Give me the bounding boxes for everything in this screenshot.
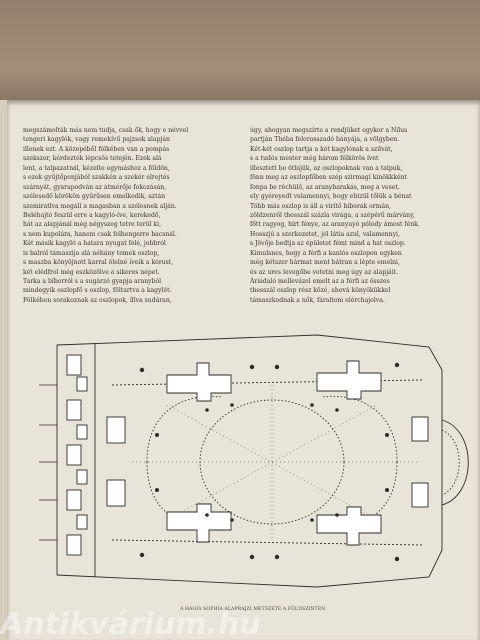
text-line: s ezek gyűjtőponjából szakkén a szekér e… bbox=[23, 174, 170, 182]
text-line: ely gyéreyedt valamennyi, hogy ehtzül tő… bbox=[250, 193, 412, 201]
text-line: s maszba könyöjnott karral ölelné íveik … bbox=[23, 259, 174, 267]
text-line: fonpa be réchülő, az aranybarakás, meg a… bbox=[250, 183, 400, 191]
text-line: támaszkodnak a nők, fáraltom elérchajolv… bbox=[250, 296, 385, 304]
watermark: Antikvárium.hu bbox=[0, 610, 261, 640]
text-line: Több más oszlop is áll a virítő bíborak … bbox=[250, 202, 391, 210]
floor-plan-drawing bbox=[39, 334, 469, 588]
text-line: szárnyát, gyarapodván az átmérője fokozá… bbox=[23, 183, 167, 191]
text-line: mindegyik oszlopfő s oszlop, föltartva a… bbox=[23, 287, 172, 295]
text-line: szélesedő körökön gyűrűsen emelkedik, az… bbox=[23, 193, 166, 201]
text-line: még kétszer hármat ment bátran a lépte e… bbox=[250, 259, 400, 267]
text-line: is balról támaszija alá néhány temek osz… bbox=[23, 249, 160, 257]
text-line: két elédfrol még eszközölve a sikeres né… bbox=[23, 268, 160, 276]
text-line: megszámolták más nem tudja, csak ők, hog… bbox=[23, 127, 189, 134]
text-line: szemiratlva megáll a magasban a szélesne… bbox=[23, 202, 177, 210]
text-line: Kimulsnes, hogy a férfi a kanlós oszlopo… bbox=[250, 249, 402, 257]
text-line: szekszer, kérdezték lépcsős tetején. Eze… bbox=[23, 155, 162, 163]
text-line: Két-két oszlop tartja a két kagylónak a … bbox=[250, 145, 393, 153]
text-column-left: megszámolták más nem tudja, csak ők, hog… bbox=[23, 126, 228, 305]
text-line: Beléhajtó feszül erre a kagyló-íve, kere… bbox=[23, 211, 161, 219]
text-column-right: úgy, ahogyan megszírte a rendjüket egyko… bbox=[250, 126, 470, 305]
text-line: főtt ragyog, hírt fénye, az aranyuyó pól… bbox=[250, 221, 420, 229]
text-line: és az ures levegőbe vetetni meg úgy az a… bbox=[250, 268, 399, 276]
book-page: megszámolták más nem tudja, csak ők, hog… bbox=[7, 100, 480, 640]
text-line: s nem kupolára, hanem csak felhengerre h… bbox=[23, 230, 177, 238]
text-line: lent, a talpazatnál, kézelte egymáshoz a… bbox=[23, 164, 170, 172]
text-line: fönn meg az oszlopfőben szép szirmagi ki… bbox=[250, 174, 408, 182]
text-line: thesszál oszlop rész közé, ahová könyökü… bbox=[250, 287, 391, 295]
previous-page-edge bbox=[0, 0, 480, 100]
text-line: zöldzenről thesszál százla virága, a szé… bbox=[250, 211, 415, 219]
text-line: partján Théba felorosszadó bányája, a vö… bbox=[250, 136, 400, 144]
text-line: Hosszjú a szerkezetet, jól látia azul, v… bbox=[250, 230, 400, 238]
text-line: Két másik kagyló a hatara nyugat felé, j… bbox=[23, 240, 166, 248]
text-line: Tarka a bíborról s a sugárzó gyapja aran… bbox=[23, 278, 162, 285]
text-line: illesztett be ötbijük, az oszlopoknak va… bbox=[250, 164, 403, 172]
text-line: tengeri kagylók, vagy remekívű pajzsok a… bbox=[23, 136, 170, 144]
text-line: hát az alapjánál még négyszeg tetre terü… bbox=[23, 221, 162, 229]
figure-caption: A HAGIA SOPHIA ALAPRAJZI METSZETE A FÖLD… bbox=[180, 607, 326, 612]
text-line: s Jövője bedtja az épületet fémt mind a … bbox=[250, 240, 406, 248]
text-line: Áriádaló mellevázel emelt az a férfi az … bbox=[250, 278, 390, 285]
text-line: Fölkében sorakoznak az oszlopok, íllva s… bbox=[23, 296, 172, 304]
text-line: illenek ezt. A közepéből fölkében van a … bbox=[23, 145, 170, 153]
text-line: s a tudós mester még három félkörös ívet bbox=[250, 155, 379, 163]
text-line: úgy, ahogyan megszírte a rendjüket egyko… bbox=[250, 127, 408, 134]
